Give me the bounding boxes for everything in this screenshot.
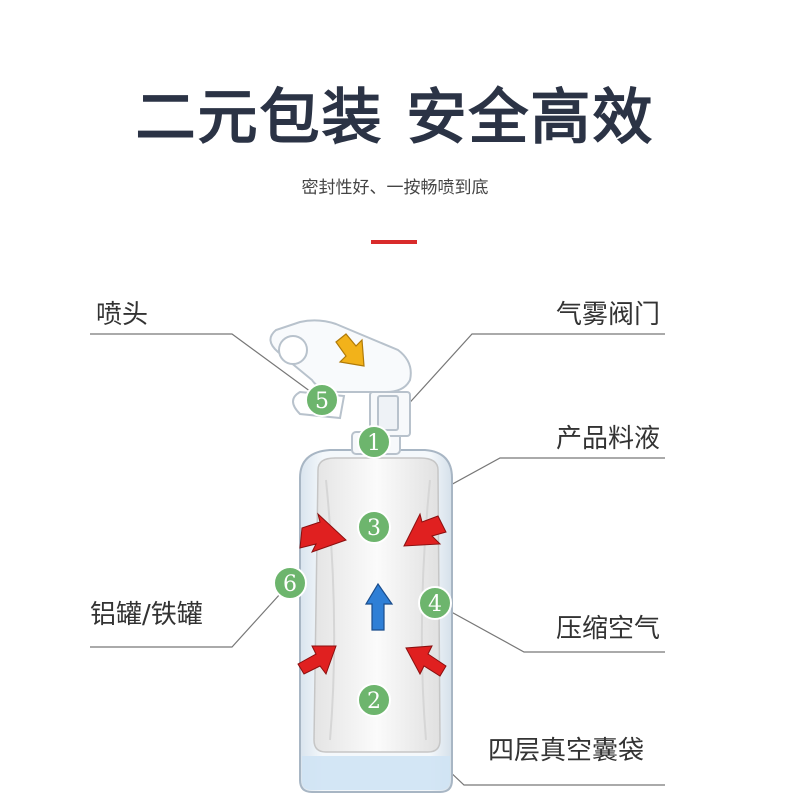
marker-4: 4 xyxy=(418,586,452,620)
marker-6: 6 xyxy=(273,566,307,600)
label-nozzle: 喷头 xyxy=(96,300,149,330)
label-valve: 气雾阀门 xyxy=(556,300,661,330)
label-can: 铝罐/铁罐 xyxy=(90,600,203,630)
marker-3: 3 xyxy=(357,510,391,544)
label-air: 压缩空气 xyxy=(556,614,661,644)
flow-arrow-icon xyxy=(364,582,394,631)
pressure-arrow-icon xyxy=(403,512,447,547)
marker-number: 3 xyxy=(367,516,381,541)
marker-number: 4 xyxy=(428,592,442,617)
page-title: 二元包装 安全高效 xyxy=(135,83,655,153)
accent-divider xyxy=(371,240,417,244)
marker-number: 6 xyxy=(283,572,297,597)
pressure-arrow-icon xyxy=(299,512,347,553)
page-subtitle: 密封性好、一按畅喷到底 xyxy=(301,178,489,198)
pressure-arrow-icon xyxy=(297,645,337,676)
label-bag: 四层真空囊袋 xyxy=(488,736,645,766)
marker-number: 1 xyxy=(367,431,381,456)
marker-1: 1 xyxy=(357,425,391,459)
pressure-arrow-icon xyxy=(405,645,447,677)
marker-2: 2 xyxy=(357,683,391,717)
marker-number: 2 xyxy=(367,689,381,714)
marker-number: 5 xyxy=(315,389,329,414)
marker-5: 5 xyxy=(305,383,339,417)
press-arrow-icon xyxy=(335,333,365,367)
label-product: 产品料液 xyxy=(556,424,661,454)
pressure-arrows xyxy=(297,512,447,677)
